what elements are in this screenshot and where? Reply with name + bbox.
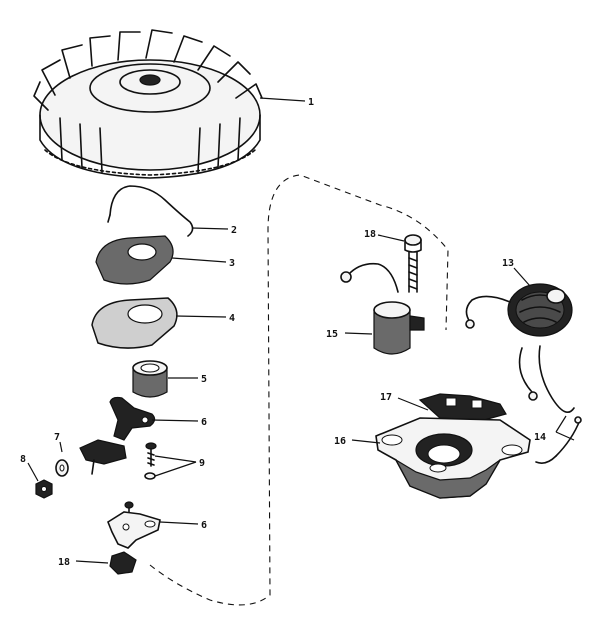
breaker-arm-icon	[109, 396, 156, 441]
nut-icon	[35, 479, 53, 499]
callout-1: 1	[308, 97, 314, 108]
terminal-icon	[79, 439, 127, 475]
callout-14: 14	[534, 432, 546, 443]
callout-15: 15	[326, 329, 338, 340]
ignition-coil-icon	[465, 283, 573, 337]
callout-18-lower: 18	[58, 557, 70, 568]
felt-wick-icon	[109, 551, 137, 575]
breaker-plate-icon	[107, 501, 161, 549]
lead-wire-icon	[518, 345, 582, 464]
callout-4: 4	[229, 313, 235, 324]
callout-9: 9	[199, 458, 205, 469]
callout-6-lower: 6	[201, 520, 207, 531]
callout-18-upper: 18	[364, 229, 376, 240]
callout-16: 16	[334, 436, 346, 447]
washer-icon	[55, 459, 69, 477]
stator-base-icon	[375, 393, 531, 499]
callout-13: 13	[502, 258, 514, 269]
screw-icon	[404, 234, 422, 293]
gasket-icon	[91, 297, 178, 349]
callout-6-upper: 6	[201, 417, 207, 428]
callout-3: 3	[229, 258, 235, 269]
callout-5: 5	[201, 374, 207, 385]
flywheel-icon	[33, 29, 263, 179]
callout-2: 2	[231, 225, 237, 236]
bushing-icon	[132, 360, 168, 398]
spring-clip-icon	[107, 185, 194, 237]
screw-icon	[144, 442, 157, 480]
callout-17: 17	[380, 392, 392, 403]
callout-7: 7	[54, 432, 60, 443]
condenser-icon	[340, 262, 425, 355]
callout-8: 8	[20, 454, 26, 465]
assembly-boundary	[149, 174, 449, 606]
cover-plate-icon	[95, 235, 174, 285]
